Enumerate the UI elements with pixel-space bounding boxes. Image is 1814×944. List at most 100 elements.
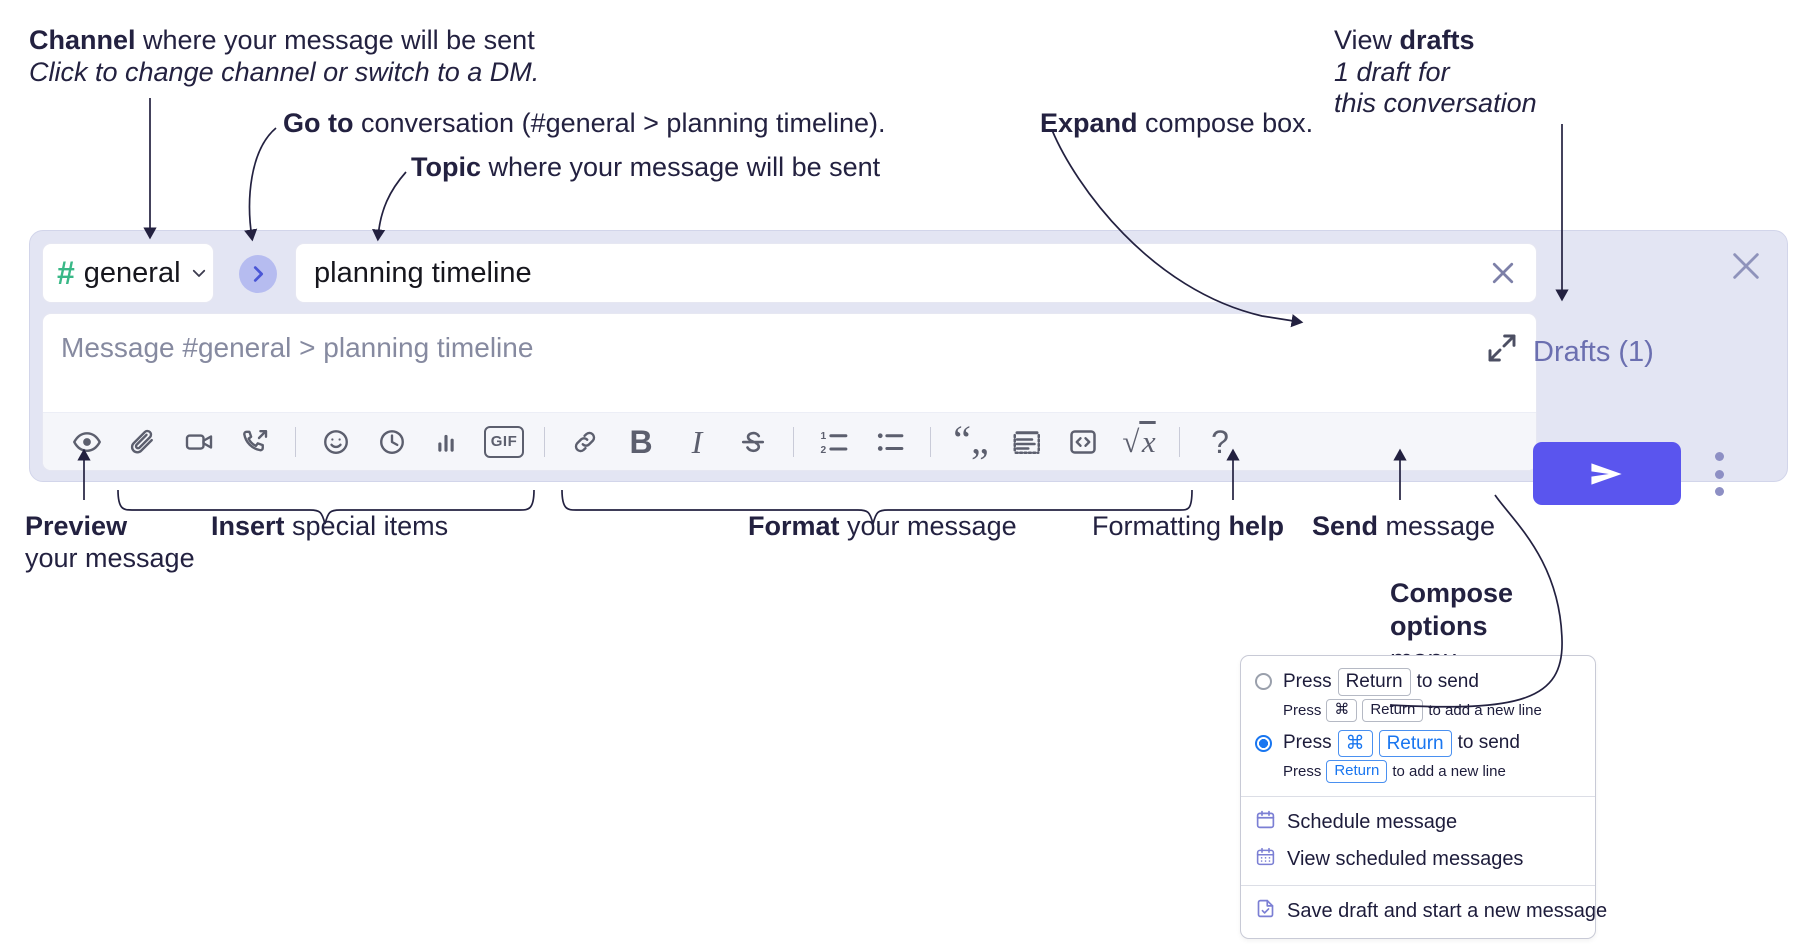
opt2-press: Press <box>1283 732 1332 754</box>
annotation-format-rest: your message <box>839 511 1017 541</box>
calendar-icon <box>1255 809 1276 836</box>
key-return: Return <box>1362 698 1424 722</box>
radio-return-to-send[interactable] <box>1255 673 1272 691</box>
option-press-return-to-send[interactable]: Press Return to send <box>1241 666 1595 698</box>
chevron-down-icon <box>190 264 208 282</box>
kebab-dot <box>1714 487 1724 496</box>
link-icon[interactable] <box>565 422 605 462</box>
annotation-topic-bold: Topic <box>411 152 481 182</box>
blockquote-icon[interactable]: “„ <box>953 416 989 462</box>
menu-divider <box>1241 796 1595 797</box>
annotation-compose-options-2: options <box>1390 611 1488 641</box>
annotation-insert-rest: special items <box>284 511 449 541</box>
expand-diagonal-icon[interactable] <box>1486 332 1518 364</box>
attachment-icon[interactable] <box>123 422 163 462</box>
annotation-preview-bold: Preview <box>25 511 128 541</box>
go-to-conversation-button[interactable] <box>239 255 277 293</box>
hash-icon: # <box>57 255 75 291</box>
compose-options-button[interactable] <box>1702 452 1736 496</box>
annotation-channel-bold: Channel <box>29 25 136 55</box>
menu-item-schedule-message[interactable]: Schedule message <box>1241 804 1595 841</box>
inline-code-icon[interactable] <box>1063 422 1103 462</box>
annotation-format: Format your message <box>748 508 1017 544</box>
annotation-preview-sub: your message <box>25 543 195 573</box>
annotation-channel-rest: where your message will be sent <box>135 25 535 55</box>
channel-name: general <box>83 256 181 289</box>
annotation-goto-bold: Go to <box>283 108 354 138</box>
strikethrough-icon[interactable] <box>733 422 773 462</box>
calendar-grid-icon <box>1255 846 1276 873</box>
annotation-channel-sub: Click to change channel or switch to a D… <box>29 57 540 87</box>
annotation-drafts-sub2: this conversation <box>1334 88 1537 118</box>
opt1-sub-suffix: to add a new line <box>1428 701 1542 719</box>
close-icon[interactable] <box>1729 249 1763 283</box>
toolbar-separator <box>1179 426 1180 457</box>
annotation-help: Formatting help <box>1092 508 1284 544</box>
annotation-channel: Channel where your message will be sent <box>29 22 535 58</box>
radio-cmd-return-to-send[interactable] <box>1255 734 1272 752</box>
kebab-dot <box>1714 452 1724 461</box>
preview-icon[interactable] <box>67 422 107 462</box>
compose-inner: # general planning timeline Message #gen… <box>42 243 1537 471</box>
annotation-send-rest: message <box>1378 511 1496 541</box>
menu-item-view-scheduled-messages[interactable]: View scheduled messages <box>1241 841 1595 878</box>
opt1-press: Press <box>1283 670 1332 692</box>
math-icon[interactable]: √ x <box>1122 424 1156 459</box>
annotation-send: Send message <box>1312 508 1495 544</box>
toolbar-separator <box>793 426 794 457</box>
key-return: Return <box>1378 729 1452 758</box>
menu-item-label: Save draft and start a new message <box>1287 900 1608 922</box>
svg-text:1: 1 <box>821 430 827 441</box>
document-check-icon <box>1255 898 1276 925</box>
channel-row: # general planning timeline <box>42 243 1537 303</box>
bold-icon[interactable]: B <box>621 422 661 462</box>
annotation-compose-options-1: Compose <box>1390 578 1514 608</box>
menu-divider <box>1241 885 1595 886</box>
annotation-send-bold: Send <box>1312 511 1379 541</box>
gif-icon[interactable]: GIF <box>484 422 524 462</box>
annotation-help-bold: help <box>1228 511 1285 541</box>
topic-field[interactable]: planning timeline <box>295 243 1537 303</box>
annotation-expand-rest: compose box. <box>1137 108 1314 138</box>
annotation-expand: Expand compose box. <box>1040 105 1313 141</box>
annotation-drafts-bold: drafts <box>1399 25 1475 55</box>
annotation-topic: Topic where your message will be sent <box>411 149 880 185</box>
gif-label: GIF <box>484 425 524 458</box>
option-press-cmd-return-to-send[interactable]: Press ⌘ Return to send <box>1241 728 1595 760</box>
code-block-icon[interactable] <box>1007 422 1047 462</box>
reminder-clock-icon[interactable] <box>372 422 412 462</box>
menu-item-save-draft[interactable]: Save draft and start a new message <box>1241 893 1607 930</box>
video-icon[interactable] <box>179 422 219 462</box>
annotation-goto: Go to conversation (#general > planning … <box>283 105 886 141</box>
italic-icon[interactable]: I <box>677 422 717 462</box>
compose-panel: # general planning timeline Message #gen… <box>29 230 1788 482</box>
send-button[interactable] <box>1533 442 1681 505</box>
call-icon[interactable] <box>235 422 275 462</box>
close-icon[interactable] <box>1488 258 1518 288</box>
menu-item-label: Schedule message <box>1287 811 1458 833</box>
svg-text:2: 2 <box>821 445 827 456</box>
key-return: Return <box>1337 668 1411 696</box>
emoji-icon[interactable] <box>316 422 356 462</box>
option2-subtext: Press Return to add a new line <box>1241 759 1595 789</box>
message-input[interactable]: Message #general > planning timeline <box>61 332 534 363</box>
drafts-link[interactable]: Drafts (1) <box>1533 336 1654 368</box>
compose-options-menu: Press Return to send Press ⌘ Return to a… <box>1240 655 1607 939</box>
bulleted-list-icon[interactable] <box>870 422 910 462</box>
annotation-help-pre: Formatting <box>1092 511 1229 541</box>
poll-icon[interactable] <box>428 422 468 462</box>
message-box: Message #general > planning timeline GIF… <box>42 313 1537 471</box>
formatting-help-icon[interactable]: ? <box>1200 422 1240 462</box>
toolbar-separator <box>930 426 931 457</box>
key-return: Return <box>1326 760 1388 783</box>
annotation-drafts: View drafts <box>1334 22 1475 58</box>
bold-icon-glyph: B <box>629 423 653 460</box>
formatting-help-icon-glyph: ? <box>1211 423 1229 460</box>
opt2-suffix: to send <box>1457 732 1520 754</box>
annotation-goto-rest: conversation (#general > planning timeli… <box>353 108 886 138</box>
channel-selector[interactable]: # general <box>42 243 214 303</box>
annotation-drafts-pre: View <box>1334 25 1400 55</box>
annotation-format-bold: Format <box>748 511 840 541</box>
